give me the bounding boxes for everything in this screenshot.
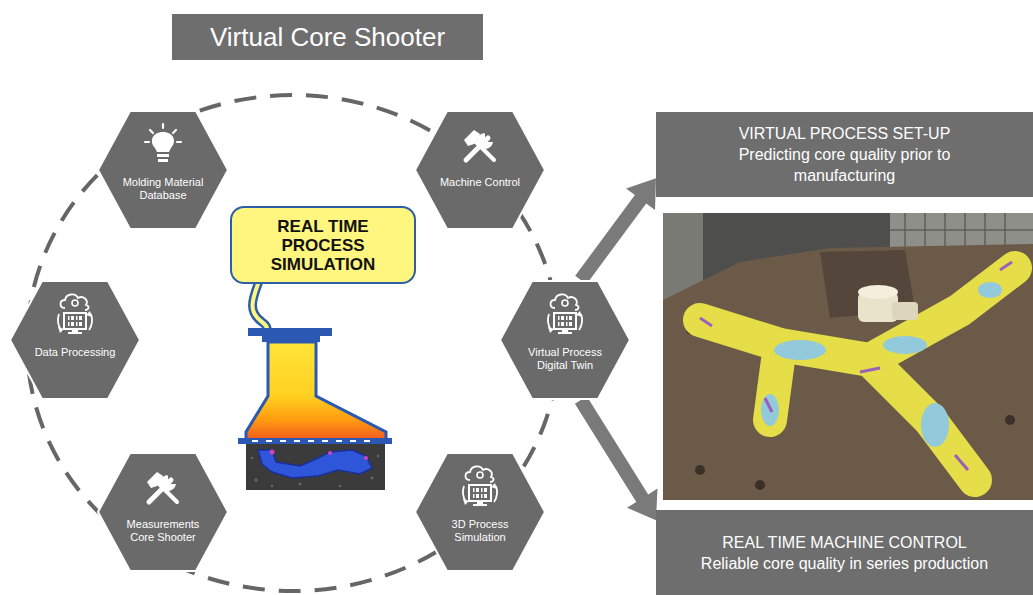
band-heading: REAL TIME MACHINE CONTROL xyxy=(722,532,966,553)
hexagon-shape xyxy=(9,280,141,400)
core-box xyxy=(246,444,385,490)
core-cavity xyxy=(258,450,372,478)
band-body: Predicting core quality prior to manufac… xyxy=(695,144,995,186)
band-heading: VIRTUAL PROCESS SET-UP xyxy=(739,123,951,144)
hexagon-label: Molding Material Database xyxy=(121,176,205,202)
hexagon-label: Measurements Core Shooter xyxy=(121,518,205,544)
photo-ground xyxy=(663,213,1033,500)
hexagon-outline xyxy=(500,281,630,399)
hexagon-node: Molding Material Database xyxy=(97,110,229,230)
sand-chamber xyxy=(246,342,386,440)
core-blue-zones xyxy=(761,282,1002,447)
hexagon-shape xyxy=(414,452,546,572)
core-hotspots xyxy=(270,450,369,461)
hexagon-outline xyxy=(415,453,545,571)
lightbulb-icon xyxy=(145,124,181,162)
hexagon-label: Virtual Process Digital Twin xyxy=(523,346,607,372)
hexagon-outline xyxy=(98,111,228,229)
flow-arrow xyxy=(575,178,656,284)
bubble-tail xyxy=(253,284,268,334)
core-prints xyxy=(858,285,918,322)
hexagon-shape xyxy=(97,110,229,230)
core-photo xyxy=(663,213,1033,500)
hexagon-outline xyxy=(10,281,140,399)
tools-icon xyxy=(464,130,494,160)
hexagon-shape xyxy=(97,452,229,572)
hexagon-label: 3D Process Simulation xyxy=(438,518,522,544)
bubble-label: REAL TIME PROCESS SIMULATION xyxy=(248,217,398,274)
hexagon-shape xyxy=(414,110,546,230)
band-body: Reliable core quality in series producti… xyxy=(701,553,988,574)
title-banner: Virtual Core Shooter xyxy=(172,14,483,60)
cloud-computer-icon xyxy=(463,466,497,506)
hexagon-node: Measurements Core Shooter xyxy=(97,452,229,572)
hexagon-node: 3D Process Simulation xyxy=(414,452,546,572)
tools-icon xyxy=(147,472,177,502)
hexagon-node: Machine Control xyxy=(414,110,546,230)
shoot-nozzles xyxy=(252,440,370,442)
hexagon-shape xyxy=(499,280,631,400)
hexagon-label: Data Processing xyxy=(33,346,117,359)
cloud-computer-icon xyxy=(58,294,92,334)
tool-plate xyxy=(663,244,1033,500)
hexagon-label: Machine Control xyxy=(438,176,522,189)
hexagon-outline xyxy=(415,111,545,229)
cloud-computer-icon xyxy=(548,294,582,334)
core-purple-zones xyxy=(700,262,1012,470)
core-shooter-illustration xyxy=(238,284,392,490)
shoot-plate xyxy=(238,438,392,444)
info-band: VIRTUAL PROCESS SET-UPPredicting core qu… xyxy=(656,112,1033,197)
hexagon-node: Data Processing xyxy=(9,280,141,400)
info-band: REAL TIME MACHINE CONTROLReliable core q… xyxy=(656,510,1033,595)
hexagon-node: Virtual Process Digital Twin xyxy=(499,280,631,400)
bubble-tail-fill xyxy=(253,284,268,334)
title-text: Virtual Core Shooter xyxy=(210,22,445,52)
shooter-flange xyxy=(248,328,332,336)
core-body xyxy=(700,268,1015,480)
speech-bubble: REAL TIME PROCESS SIMULATION xyxy=(230,206,416,284)
hexagon-outline xyxy=(98,453,228,571)
flow-arrow xyxy=(575,396,658,520)
